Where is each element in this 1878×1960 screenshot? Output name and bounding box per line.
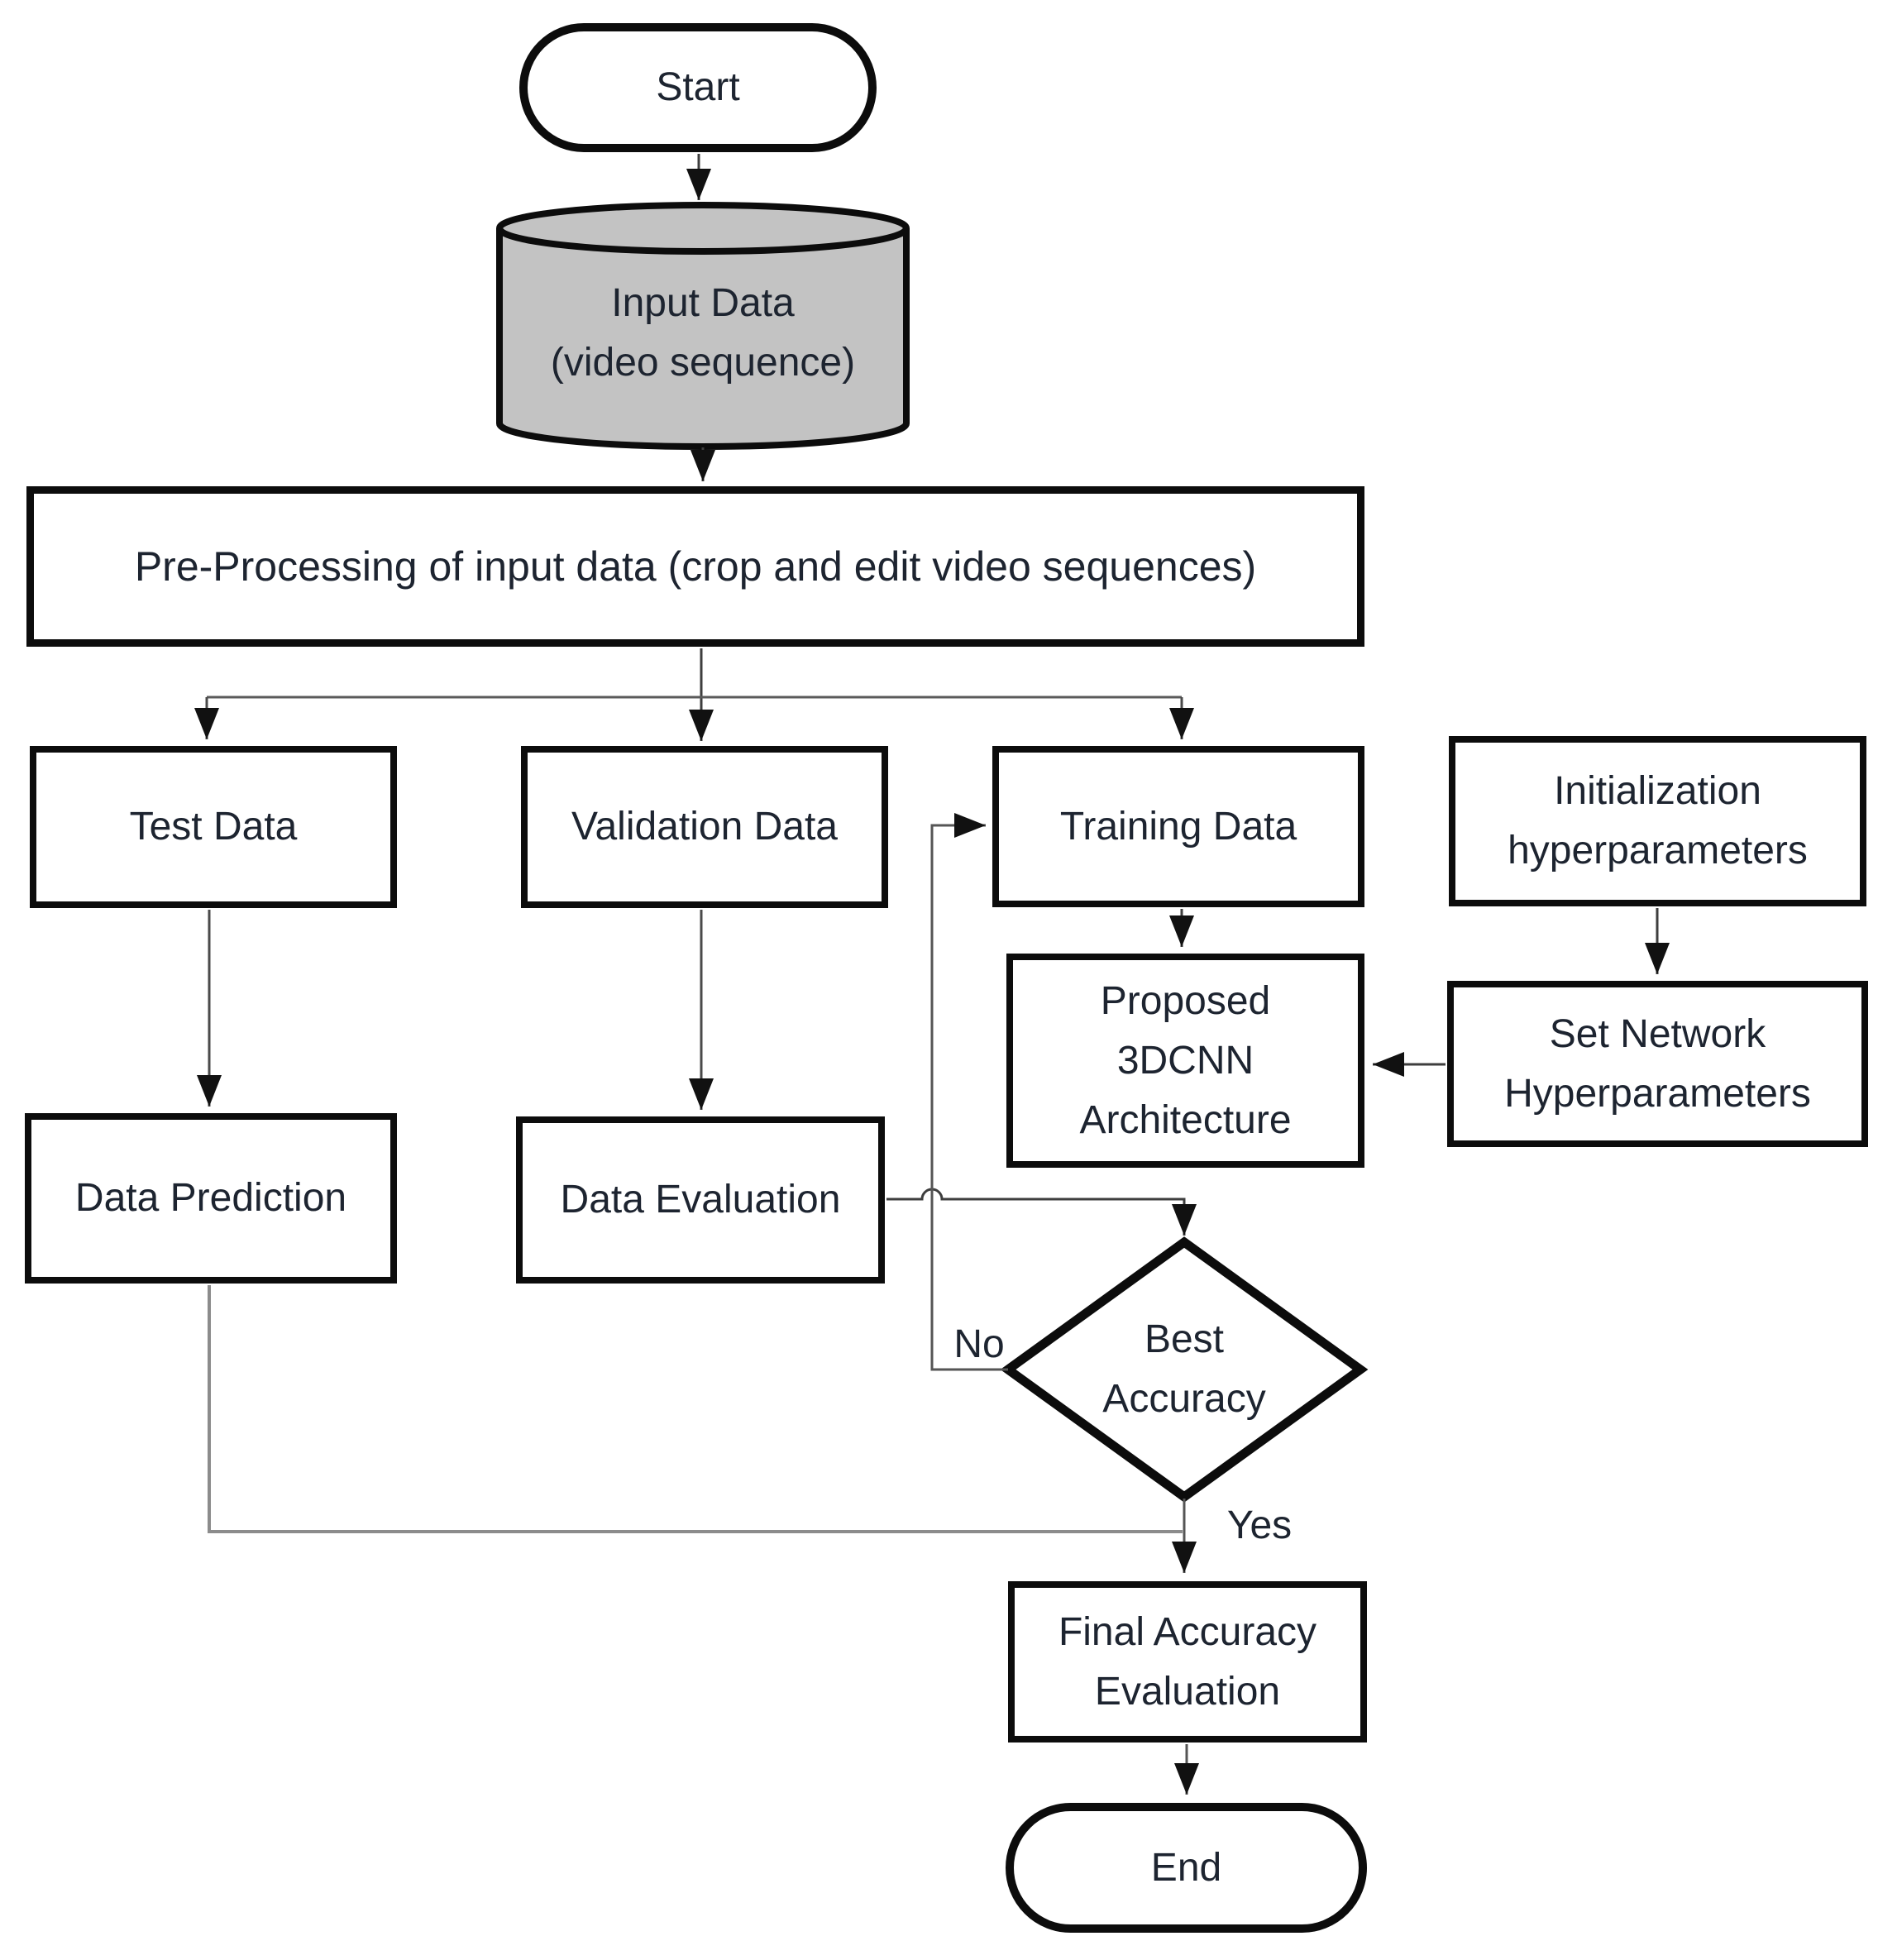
decision-diamond — [1000, 1236, 1369, 1503]
node-data-prediction-label: Data Prediction — [74, 1176, 347, 1220]
node-data-evaluation-label: Data Evaluation — [560, 1178, 841, 1221]
node-best-accuracy-label-box: Best Accuracy — [1060, 1307, 1308, 1432]
node-end: End — [1006, 1803, 1367, 1933]
input-data-cylinder-rim — [496, 227, 910, 255]
node-data-prediction: Data Prediction — [25, 1113, 397, 1284]
edge-label-yes: Yes — [1206, 1499, 1313, 1551]
node-start: Start — [519, 23, 877, 152]
node-proposed-3dcnn-label: Proposed 3DCNN Architecture — [1079, 978, 1292, 1142]
node-validation-data: Validation Data — [521, 746, 888, 908]
node-set-network-hyperparameters: Set Network Hyperparameters — [1447, 981, 1868, 1147]
node-input-data-label: Input Data (video sequence) — [550, 280, 856, 385]
edge-prediction-merge — [208, 1285, 1183, 1533]
node-set-network-hyperparameters-label: Set Network Hyperparameters — [1504, 1011, 1811, 1116]
node-init-hyperparameters: Initialization hyperparameters — [1449, 736, 1866, 906]
edge-label-no: No — [933, 1318, 1025, 1370]
node-test-data-label: Test Data — [129, 805, 298, 849]
node-final-accuracy: Final Accuracy Evaluation — [1008, 1581, 1367, 1742]
node-validation-data-label: Validation Data — [571, 805, 838, 849]
node-input-data-label-box: Input Data (video sequence) — [504, 244, 901, 422]
node-init-hyperparameters-label: Initialization hyperparameters — [1508, 769, 1808, 872]
edge-label-yes-text: Yes — [1226, 1503, 1293, 1547]
node-preprocessing-label: Pre-Processing of input data (crop and e… — [134, 543, 1257, 590]
edge-label-no-text: No — [953, 1322, 1005, 1366]
node-training-data: Training Data — [992, 746, 1364, 907]
node-end-label: End — [1150, 1845, 1222, 1890]
node-final-accuracy-label: Final Accuracy Evaluation — [1058, 1609, 1317, 1714]
node-test-data: Test Data — [30, 746, 397, 908]
input-data-cylinder — [496, 202, 910, 450]
node-data-evaluation: Data Evaluation — [516, 1116, 885, 1284]
node-training-data-label: Training Data — [1059, 804, 1297, 849]
node-start-label: Start — [656, 65, 740, 109]
node-best-accuracy-label: Best Accuracy — [1102, 1317, 1266, 1421]
node-proposed-3dcnn: Proposed 3DCNN Architecture — [1006, 954, 1364, 1168]
edge-no-feedback-to-training — [930, 813, 1008, 1371]
node-preprocessing: Pre-Processing of input data (crop and e… — [26, 486, 1364, 647]
